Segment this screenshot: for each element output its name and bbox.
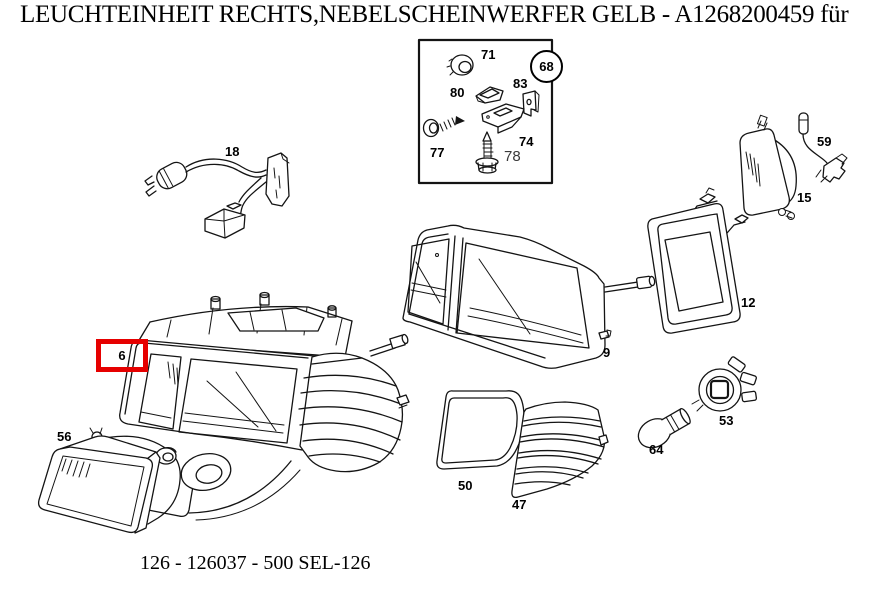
part-label-56[interactable]: 56 [57, 429, 72, 444]
part-71-drawing[interactable] [446, 54, 474, 76]
part-label-50[interactable]: 50 [458, 478, 473, 493]
part-label-15[interactable]: 15 [797, 190, 812, 205]
part-label-64[interactable]: 64 [649, 442, 664, 457]
part-label-83[interactable]: 83 [513, 76, 528, 91]
part-label-78[interactable]: 78 [504, 148, 521, 165]
part-78-drawing[interactable] [475, 131, 499, 174]
part-83-drawing[interactable] [522, 90, 540, 117]
part-label-74[interactable]: 74 [519, 134, 534, 149]
page-title: LEUCHTEINHEIT RECHTS,NEBELSCHEINWERFER G… [20, 1, 849, 28]
selected-part-hotspot[interactable]: 6 [96, 339, 148, 372]
part-9-drawing[interactable] [402, 224, 656, 369]
part-77-drawing[interactable] [422, 116, 466, 138]
part-label-18[interactable]: 18 [225, 144, 240, 159]
part-label-6: 6 [118, 348, 126, 363]
part-label-9[interactable]: 9 [603, 345, 611, 360]
part-label-53[interactable]: 53 [719, 413, 734, 428]
part-label-80[interactable]: 80 [450, 85, 465, 100]
part-label-47[interactable]: 47 [512, 497, 527, 512]
part-64-drawing[interactable] [633, 403, 694, 454]
part-label-59[interactable]: 59 [817, 134, 832, 149]
part-label-71[interactable]: 71 [481, 47, 496, 62]
model-caption: 126 - 126037 - 500 SEL-126 [140, 552, 371, 574]
part-56-drawing[interactable] [37, 427, 181, 534]
part-53-drawing[interactable] [691, 356, 758, 412]
part-47-drawing[interactable] [511, 401, 609, 499]
part-80-drawing[interactable] [475, 86, 504, 104]
part-74-drawing[interactable] [481, 103, 525, 134]
part-15-drawing[interactable] [739, 114, 797, 220]
group-badge-68[interactable]: 68 [530, 50, 563, 83]
part-18-drawing[interactable] [144, 152, 290, 239]
part-label-77[interactable]: 77 [430, 145, 445, 160]
part-6-drawing[interactable] [119, 291, 410, 521]
part-50-drawing[interactable] [436, 390, 525, 470]
part-59-drawing[interactable] [798, 112, 848, 183]
part-12-drawing[interactable] [647, 187, 749, 334]
part-label-12[interactable]: 12 [741, 295, 756, 310]
